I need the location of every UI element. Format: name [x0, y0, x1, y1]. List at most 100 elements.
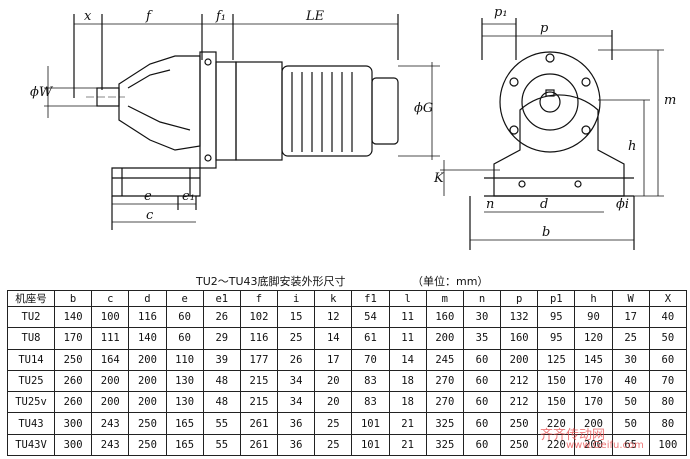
value-cell: 270	[425, 369, 464, 393]
caption-title: TU2～TU43底脚安装外形尺寸	[196, 275, 346, 288]
dim-phi-w: ϕW	[30, 85, 54, 100]
value-cell: 34	[277, 369, 316, 393]
value-cell: 21	[388, 412, 427, 435]
value-cell: 101	[351, 433, 390, 457]
header-cell: d	[128, 290, 167, 307]
value-cell: 170	[53, 327, 93, 350]
dim-phi-g: ϕG	[414, 101, 433, 116]
dim-p: p	[540, 21, 549, 36]
value-cell: 125	[537, 348, 576, 371]
value-cell: 215	[239, 369, 279, 393]
value-cell: 160	[425, 305, 464, 329]
value-cell: 20	[314, 369, 353, 393]
dim-f: f	[145, 9, 153, 24]
dim-b: b	[542, 225, 550, 240]
value-cell: 200	[128, 348, 167, 371]
value-cell: 21	[388, 433, 427, 457]
model-cell: TU8	[7, 327, 55, 350]
value-cell: 140	[53, 305, 93, 329]
dim-n: n	[486, 197, 494, 212]
value-cell: 18	[388, 369, 427, 393]
header-cell: c	[91, 290, 130, 307]
value-cell: 18	[388, 391, 427, 414]
value-cell: 70	[648, 369, 688, 393]
dim-f1: f₁	[215, 9, 226, 24]
value-cell: 90	[574, 305, 613, 329]
header-cell: X	[648, 290, 688, 307]
header-cell: m	[425, 290, 464, 307]
value-cell: 200	[128, 391, 167, 414]
value-cell: 212	[500, 391, 539, 414]
value-cell: 14	[314, 327, 353, 350]
value-cell: 55	[202, 433, 241, 457]
value-cell: 11	[388, 305, 427, 329]
value-cell: 48	[202, 391, 241, 414]
value-cell: 48	[202, 369, 241, 393]
value-cell: 243	[91, 412, 130, 435]
value-cell: 50	[648, 327, 688, 350]
value-cell: 17	[314, 348, 353, 371]
value-cell: 35	[462, 327, 502, 350]
value-cell: 83	[351, 391, 390, 414]
value-cell: 34	[277, 391, 316, 414]
value-cell: 60	[462, 433, 502, 457]
watermark-url: www.Geifu.com	[566, 440, 644, 451]
value-cell: 132	[500, 305, 539, 329]
value-cell: 30	[611, 348, 650, 371]
header-cell: f	[239, 290, 279, 307]
dim-h: h	[628, 139, 636, 154]
value-cell: 116	[128, 305, 167, 329]
dim-k: K	[433, 171, 445, 186]
dim-phi-i: ϕi	[616, 197, 629, 212]
header-cell: b	[53, 290, 93, 307]
value-cell: 145	[574, 348, 613, 371]
value-cell: 300	[53, 433, 93, 457]
model-cell: TU2	[7, 305, 55, 329]
value-cell: 61	[351, 327, 390, 350]
value-cell: 325	[425, 412, 464, 435]
value-cell: 26	[202, 305, 241, 329]
value-cell: 300	[53, 412, 93, 435]
value-cell: 102	[239, 305, 279, 329]
header-cell: p1	[537, 290, 576, 307]
value-cell: 150	[537, 391, 576, 414]
value-cell: 54	[351, 305, 390, 329]
table-caption: TU2～TU43底脚安装外形尺寸 （单位：mm）	[0, 273, 690, 289]
header-cell: h	[574, 290, 613, 307]
model-cell: TU25v	[7, 391, 55, 414]
dim-x: x	[84, 9, 92, 24]
value-cell: 215	[239, 391, 279, 414]
caption-unit: （单位：mm）	[412, 275, 489, 288]
value-cell: 325	[425, 433, 464, 457]
value-cell: 200	[91, 369, 130, 393]
value-cell: 17	[611, 305, 650, 329]
model-cell: TU43	[7, 412, 55, 435]
value-cell: 36	[277, 433, 316, 457]
value-cell: 30	[462, 305, 502, 329]
value-cell: 260	[53, 369, 93, 393]
value-cell: 111	[91, 327, 130, 350]
value-cell: 177	[239, 348, 279, 371]
value-cell: 80	[648, 391, 688, 414]
value-cell: 220	[537, 433, 576, 457]
value-cell: 200	[574, 433, 613, 457]
value-cell: 130	[165, 369, 204, 393]
value-cell: 261	[239, 433, 279, 457]
value-cell: 40	[611, 369, 650, 393]
value-cell: 243	[91, 433, 130, 457]
value-cell: 14	[388, 348, 427, 371]
value-cell: 60	[462, 391, 502, 414]
value-cell: 11	[388, 327, 427, 350]
value-cell: 26	[277, 348, 316, 371]
value-cell: 250	[500, 433, 539, 457]
value-cell: 12	[314, 305, 353, 329]
value-cell: 101	[351, 412, 390, 435]
value-cell: 165	[165, 433, 204, 457]
header-cell: f1	[351, 290, 390, 307]
dim-le: LE	[305, 9, 325, 24]
value-cell: 60	[648, 348, 688, 371]
value-cell: 20	[314, 391, 353, 414]
